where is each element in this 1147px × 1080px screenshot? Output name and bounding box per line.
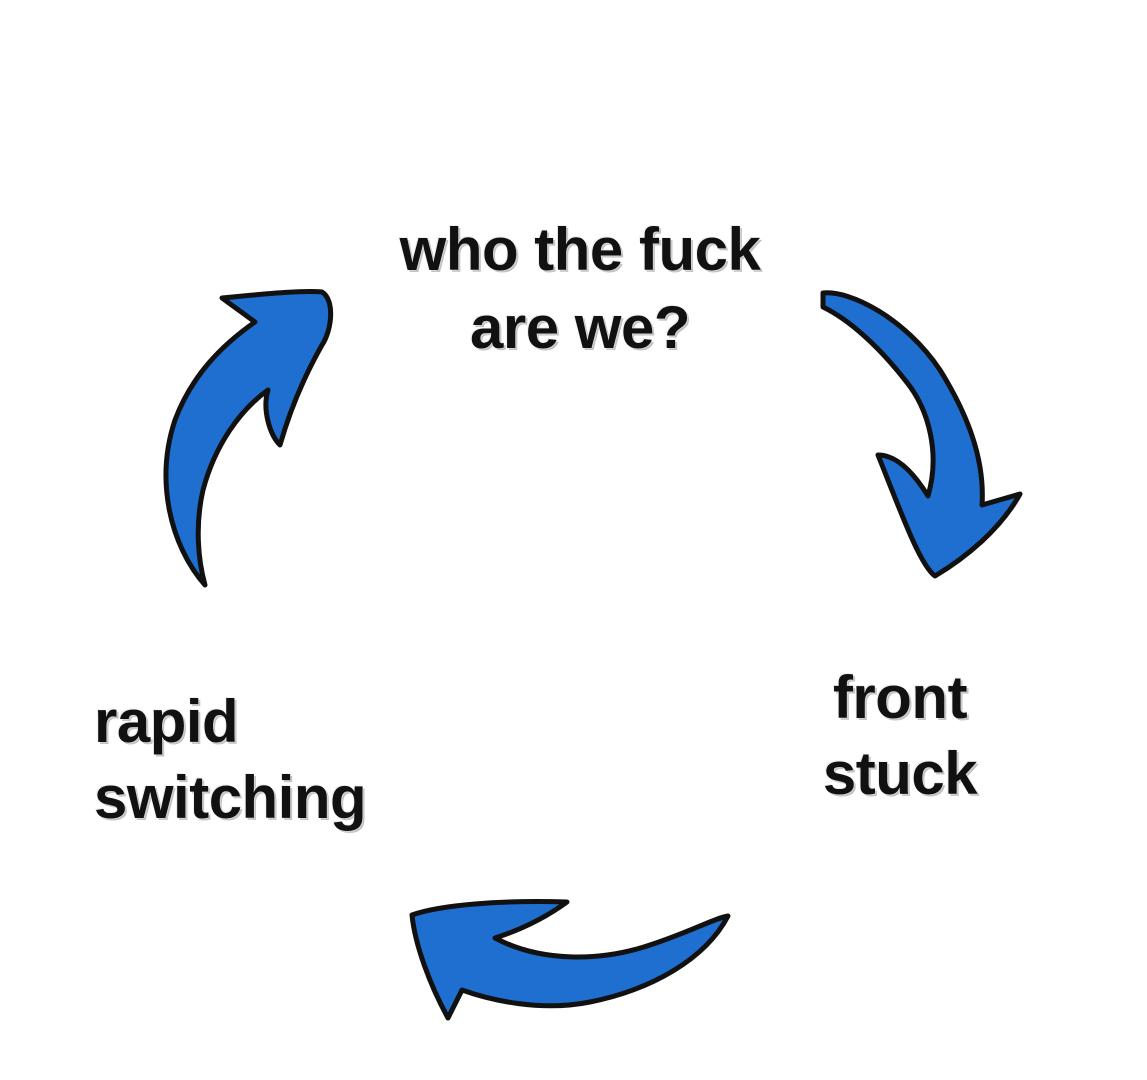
node-top-line-2: are we? [470,294,690,361]
node-left-line-1: rapid [94,688,239,755]
arrow-top-to-right [820,290,1023,579]
arrow-left-to-top [163,289,334,588]
node-who-are-we: who the fuck are we? [330,200,830,378]
node-top-line-1: who the fuck [399,216,761,283]
node-right-line-2: stuck [822,740,978,807]
arrow-right-to-left [409,899,731,1021]
node-left-line-2: switching [94,764,367,831]
node-front-stuck: front stuck [780,650,1020,822]
node-rapid-switching: rapid switching [94,672,454,848]
node-right-line-1: front [832,664,968,731]
